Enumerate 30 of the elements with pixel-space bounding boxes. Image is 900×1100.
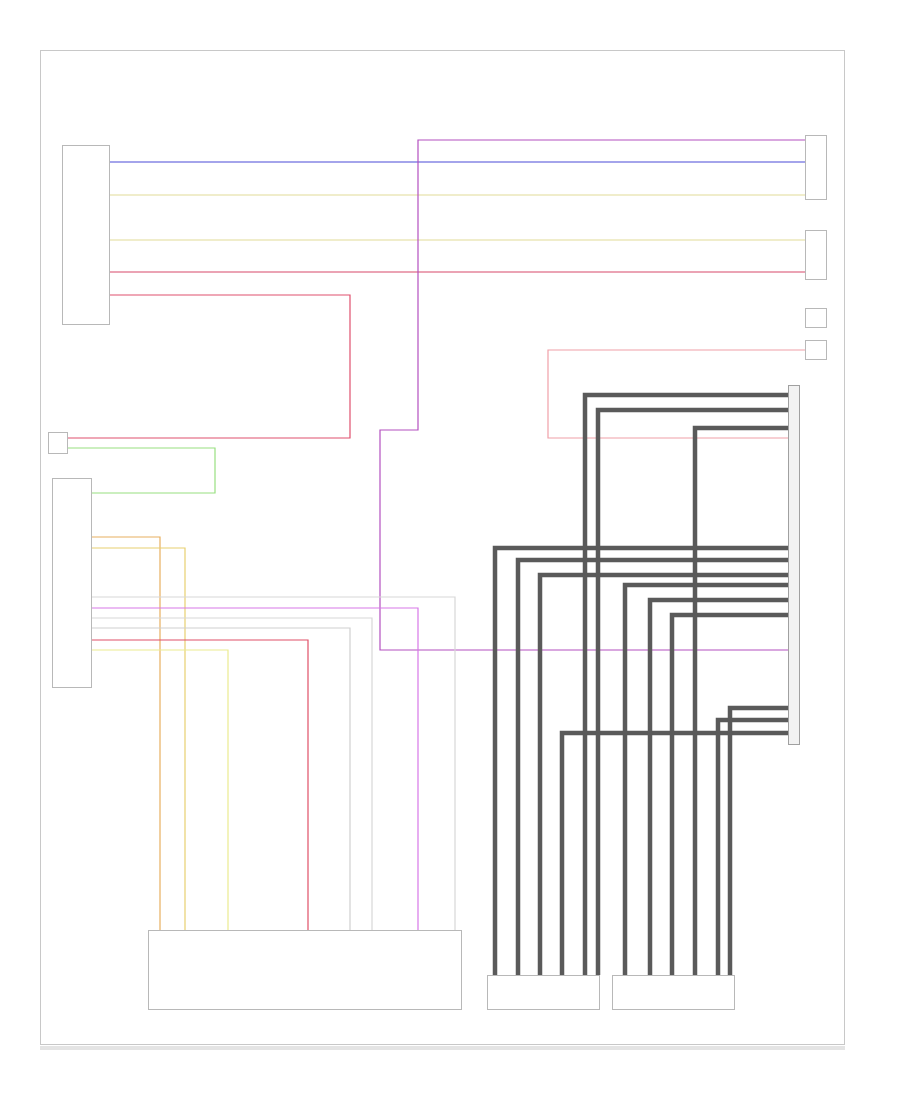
wire (91, 536, 161, 931)
wire (67, 447, 216, 494)
wire (547, 349, 806, 439)
wire (715, 717, 788, 975)
wire (622, 582, 788, 975)
wire (109, 161, 806, 163)
wire (669, 612, 788, 975)
connector-block (487, 975, 600, 1010)
wire (109, 194, 806, 196)
connector-block (612, 975, 735, 1010)
wire (109, 239, 806, 241)
wire (379, 139, 806, 651)
wire (67, 294, 351, 439)
control-module-box (52, 478, 92, 688)
connector-symbol (805, 135, 827, 200)
switch-symbol (62, 145, 110, 325)
connector-symbol (805, 340, 827, 360)
wire (727, 705, 788, 975)
wire (647, 597, 788, 975)
switch-assembly-box (148, 930, 462, 1010)
wire (692, 425, 788, 975)
wire (91, 639, 309, 931)
wire (559, 730, 788, 975)
wire (109, 271, 806, 273)
connector-symbol (805, 308, 827, 328)
wire (91, 649, 229, 931)
connector-symbol (48, 432, 68, 454)
wire (91, 547, 186, 931)
connector-strip (788, 385, 800, 745)
connector-symbol (805, 230, 827, 280)
